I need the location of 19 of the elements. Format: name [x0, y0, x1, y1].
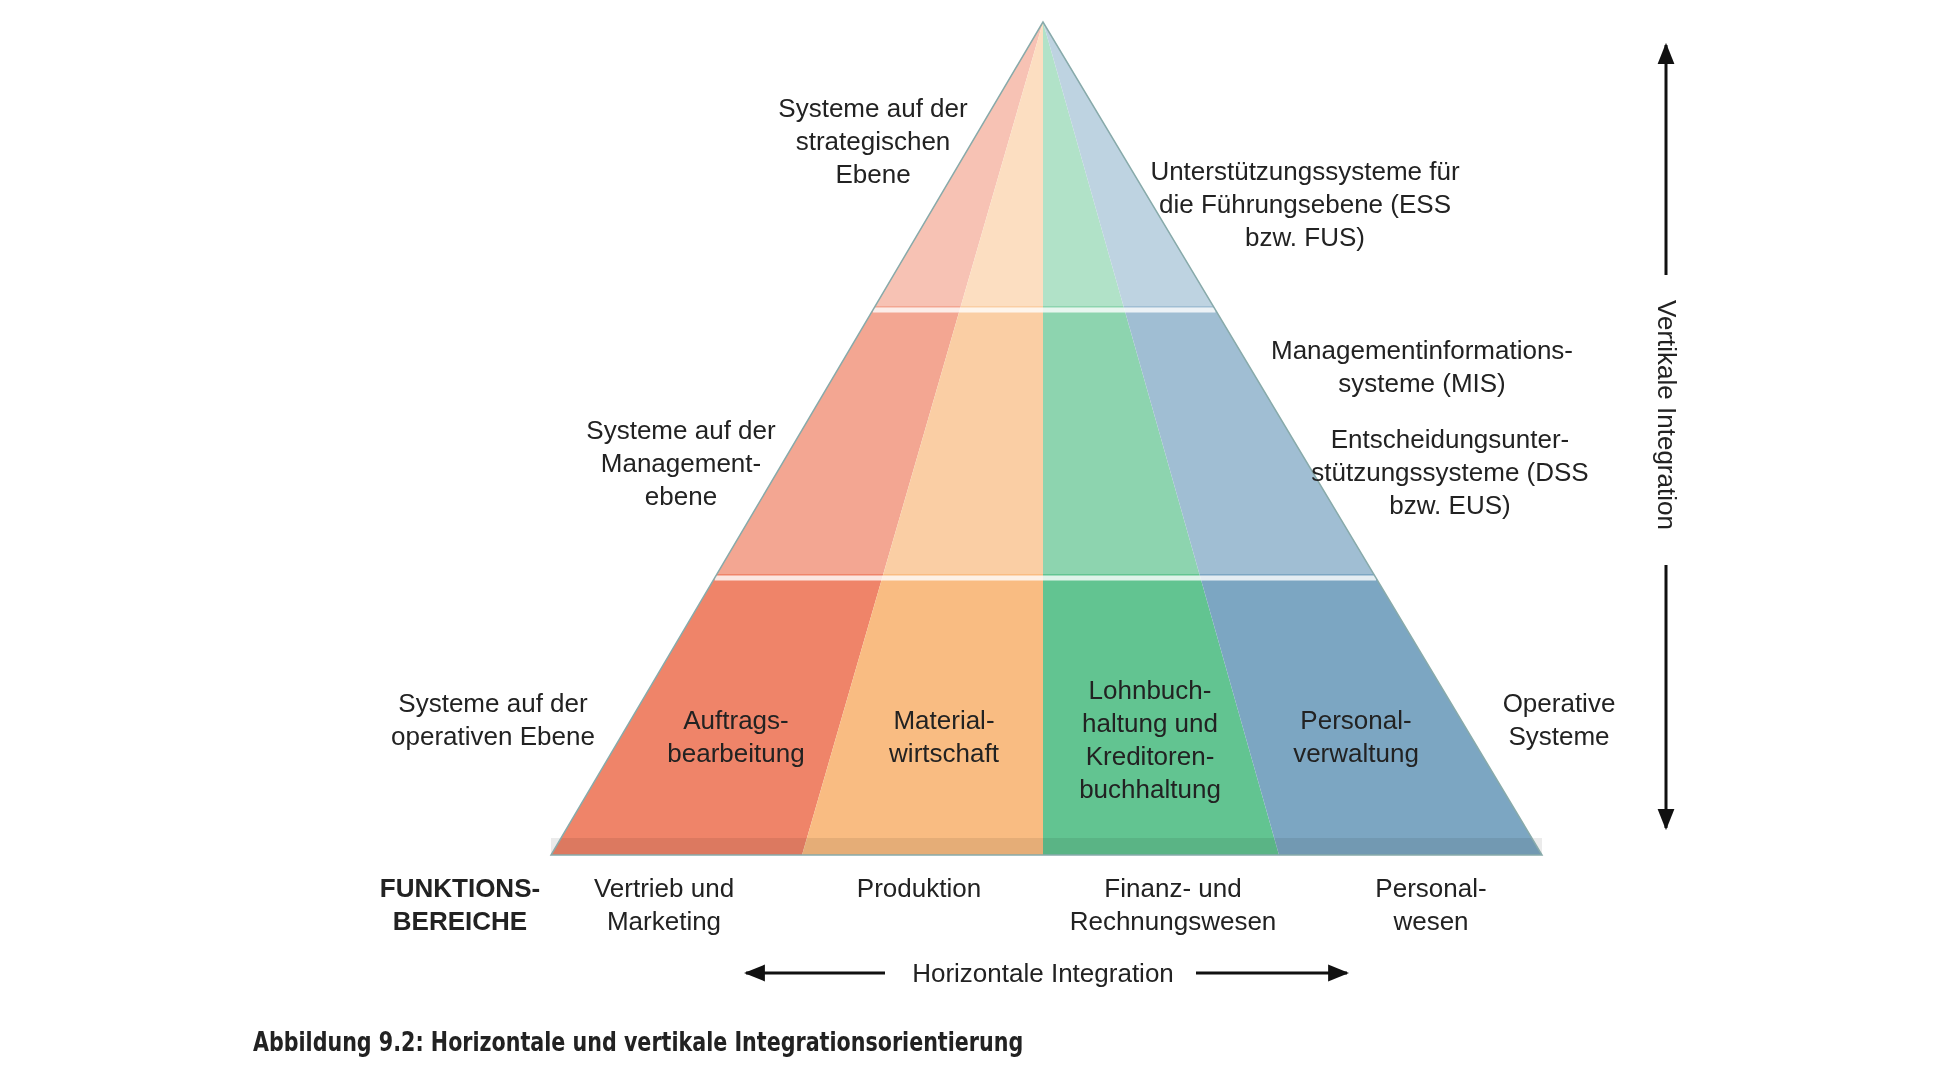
- text-label: Systeme auf der strategischen Ebene: [777, 91, 969, 191]
- text-label: FUNKTIONS- BEREICHE: [378, 872, 542, 938]
- figure-caption: Abbildung 9.2: Horizontale und vertikale Integrationsorientierung: [253, 1026, 1024, 1057]
- text-label: Personal- wesen: [1374, 872, 1488, 938]
- text-label: Finanz- und Rechnungswesen: [1068, 872, 1278, 938]
- text-label: Managementinformations- systeme (MIS): [1269, 334, 1574, 400]
- text-label: Operative Systeme: [1501, 687, 1617, 753]
- text-label: Unterstützungssysteme für die Führungsebene (ESS bzw. FUS): [1149, 154, 1461, 254]
- text-label: Systeme auf der Management- ebene: [585, 413, 777, 513]
- segment-label: Auftrags- bearbeitung: [651, 704, 821, 770]
- axis-label: Horizontale Integration: [912, 956, 1174, 990]
- text-label: Produktion: [855, 871, 983, 905]
- segment-label: Material- wirtschaft: [869, 704, 1019, 770]
- segment-label: Lohnbuch- haltung und Kreditoren- buchhaltung: [1065, 674, 1235, 806]
- text-label: Vertrieb und Marketing: [592, 872, 736, 938]
- text-label: Entscheidungsunter- stützungssysteme (DSS bzw. EUS): [1310, 422, 1590, 522]
- axis-label: Vertikale Integration: [1650, 300, 1683, 530]
- segment-label: Personal- verwaltung: [1271, 704, 1441, 770]
- text-label: Systeme auf der operativen Ebene: [390, 687, 596, 753]
